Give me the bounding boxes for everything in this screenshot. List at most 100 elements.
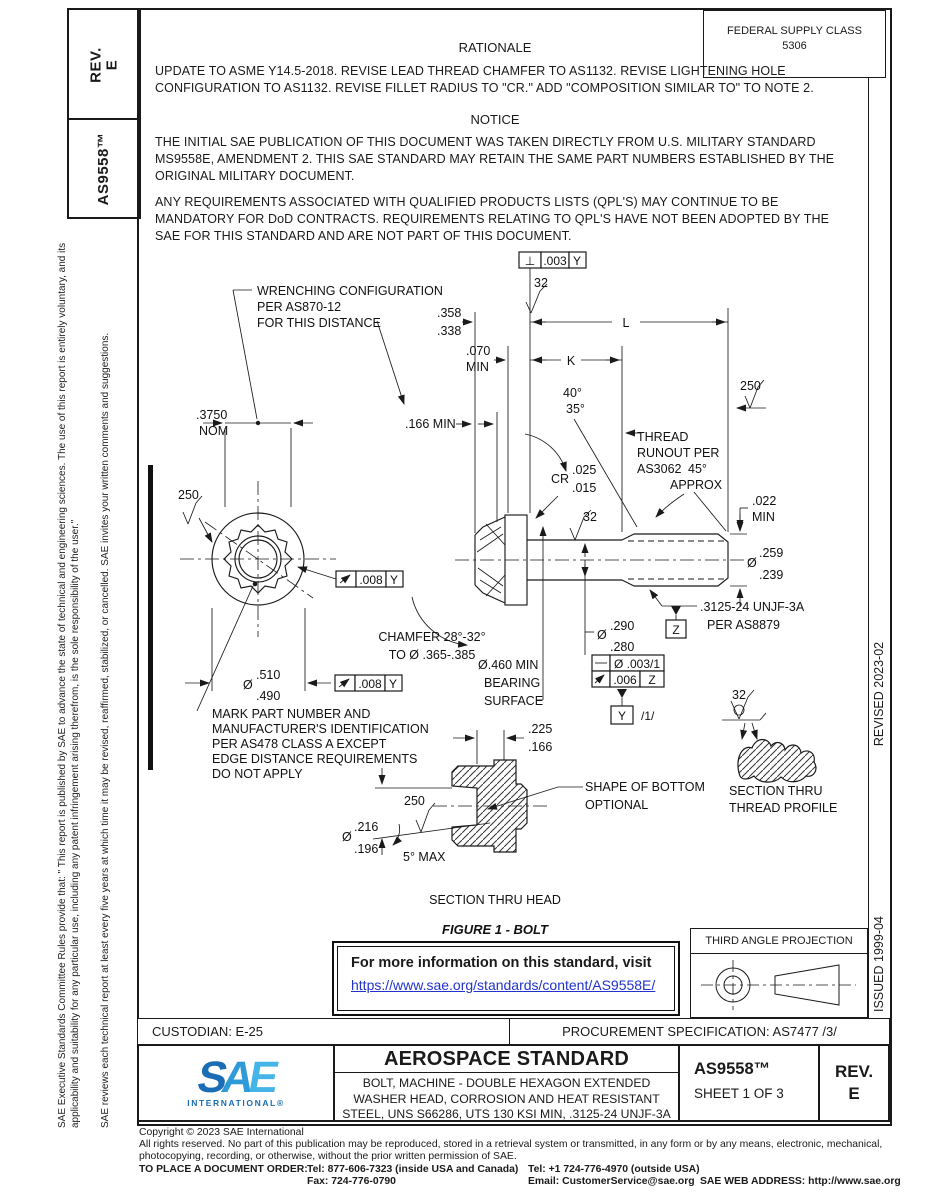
order-email: Email: CustomerService@sae.org bbox=[528, 1176, 695, 1187]
rev-label: REV. bbox=[87, 47, 105, 83]
angle-40: 40° bbox=[563, 386, 582, 400]
revised-date: REVISED 2023-02 bbox=[872, 641, 886, 747]
rights-text: All rights reserved. No part of this pub… bbox=[139, 1139, 883, 1162]
dim-022: .022 bbox=[752, 494, 776, 508]
issued-revised-rail: ISSUED 1999-04 REVISED 2023-02 bbox=[872, 242, 886, 1012]
fcfB-tolerance: .006 bbox=[613, 673, 637, 687]
shape-note-2: OPTIONAL bbox=[585, 798, 648, 812]
rev-box: REV. E bbox=[67, 8, 141, 122]
fcf1-datum: Y bbox=[390, 573, 398, 587]
datum-y: Y bbox=[618, 709, 626, 723]
datum-triangle-icon bbox=[671, 606, 681, 615]
mark-note-3: PER AS478 CLASS A EXCEPT bbox=[212, 737, 387, 751]
standard-subtitle-2: WASHER HEAD, CORROSION AND HEAT RESISTAN… bbox=[353, 1091, 660, 1106]
right-strip-divider bbox=[868, 8, 869, 1020]
fcf-top-tolerance: .003 bbox=[543, 254, 567, 268]
dim-290: .290 bbox=[610, 619, 634, 633]
mark-note-1: MARK PART NUMBER AND bbox=[212, 707, 370, 721]
notice-title: NOTICE bbox=[470, 112, 520, 127]
bearing-note-2: BEARING bbox=[484, 676, 540, 690]
fcfB-datum: Z bbox=[648, 673, 655, 687]
dim-338: .338 bbox=[437, 324, 461, 338]
procurement-specification: PROCUREMENT SPECIFICATION: AS7477 /3/ bbox=[562, 1024, 837, 1039]
doc-number: AS9558™ bbox=[95, 132, 113, 205]
order-tel-2: Tel: +1 724-776-4970 (outside USA) bbox=[528, 1164, 700, 1175]
rev-value-title-block: E bbox=[848, 1084, 860, 1103]
dim-K: K bbox=[567, 354, 576, 368]
mark-note-5: DO NOT APPLY bbox=[212, 767, 303, 781]
sidebar-legal-paragraph-2: SAE reviews each technical report at lea… bbox=[100, 332, 111, 1128]
dim-196: .196 bbox=[354, 842, 378, 856]
rationale-title: RATIONALE bbox=[458, 40, 532, 55]
thread-profile-label-2: THREAD PROFILE bbox=[729, 801, 837, 815]
fcf-top-datum: Y bbox=[573, 254, 581, 268]
notice-paragraph-2: ANY REQUIREMENTS ASSOCIATED WITH QUALIFI… bbox=[155, 195, 830, 243]
dia-259-symbol: Ø bbox=[747, 556, 757, 570]
thread-runout-note-2: RUNOUT PER bbox=[637, 446, 719, 460]
dim-166b: .166 bbox=[528, 740, 552, 754]
cr-025: .025 bbox=[572, 463, 596, 477]
dim-239: .239 bbox=[759, 568, 783, 582]
dim-225: .225 bbox=[528, 722, 552, 736]
angle-35: 35° bbox=[566, 402, 585, 416]
angle-45: 45° bbox=[688, 462, 707, 476]
doc-number-box: AS9558™ bbox=[67, 118, 141, 219]
standard-subtitle-1: BOLT, MACHINE - DOUBLE HEXAGON EXTENDED bbox=[362, 1076, 651, 1090]
sae-logo: SAE INTERNATIONAL® bbox=[139, 1046, 335, 1120]
shape-note-1: SHAPE OF BOTTOM bbox=[585, 780, 705, 794]
order-tel-1: Tel: 877-606-7323 (inside USA and Canada… bbox=[307, 1164, 519, 1175]
wrenching-note-2: PER AS870-12 bbox=[257, 300, 341, 314]
fcf2-tolerance: .008 bbox=[358, 677, 382, 691]
circular-runout-icon bbox=[339, 574, 351, 584]
section-thru-thread-profile: 32 SECTION THRU THREAD PROFILE bbox=[722, 688, 837, 815]
logo-international: INTERNATIONAL® bbox=[187, 1098, 285, 1108]
thread-spec-1: .3125-24 UNJF-3A bbox=[700, 600, 805, 614]
figure-1-bolt-drawing: .3750 NOM Ø .510 .490 250 .008 Y .008 Y bbox=[178, 251, 837, 937]
third-angle-projection-box: THIRD ANGLE PROJECTION bbox=[690, 928, 868, 1018]
figure-caption: FIGURE 1 - BOLT bbox=[442, 922, 549, 937]
issued-date: ISSUED 1999-04 bbox=[872, 916, 886, 1012]
fsc-value: 5306 bbox=[782, 40, 807, 52]
extension-lines bbox=[474, 268, 747, 587]
head-end-view: .3750 NOM Ø .510 .490 250 .008 Y .008 Y bbox=[178, 408, 429, 781]
dim-259: .259 bbox=[759, 546, 783, 560]
standard-link[interactable]: https://www.sae.org/standards/content/AS… bbox=[351, 977, 656, 993]
order-fax: Fax: 724-776-0790 bbox=[307, 1176, 396, 1187]
title-block: SAE INTERNATIONAL® AEROSPACE STANDARD BO… bbox=[137, 1044, 890, 1122]
dia-290-symbol: Ø bbox=[597, 628, 607, 642]
mark-note-2: MANUFACTURER'S IDENTIFICATION bbox=[212, 722, 429, 736]
bearing-note-1: Ø.460 MIN bbox=[478, 658, 538, 672]
surface-finish-250-section: 250 bbox=[404, 794, 425, 808]
section-thru-head: .225 .166 SHAPE OF BOTTOM OPTIONAL 250 Ø… bbox=[342, 722, 705, 937]
info-box: For more information on this standard, v… bbox=[332, 941, 680, 1016]
section-thru-head-label: SECTION THRU HEAD bbox=[429, 893, 561, 907]
dim-510: .510 bbox=[256, 668, 280, 682]
third-angle-projection-label: THIRD ANGLE PROJECTION bbox=[691, 929, 867, 954]
datum-triangle-icon bbox=[617, 689, 627, 698]
mark-note-4: EDGE DISTANCE REQUIREMENTS bbox=[212, 752, 417, 766]
standard-subtitle-3: STEEL, UNS S66286, UTS 130 KSI MIN, .312… bbox=[342, 1107, 671, 1121]
dim-216: .216 bbox=[354, 820, 378, 834]
thread-runout-note-3: AS3062 bbox=[637, 462, 682, 476]
dim-166-min: .166 MIN bbox=[405, 417, 456, 431]
thread-profile-label-1: SECTION THRU bbox=[729, 784, 823, 798]
custodian-row: CUSTODIAN: E-25 PROCUREMENT SPECIFICATIO… bbox=[137, 1018, 890, 1046]
order-label: TO PLACE A DOCUMENT ORDER: bbox=[139, 1164, 308, 1175]
dim-070: .070 bbox=[466, 344, 490, 358]
dia-510-symbol: Ø bbox=[243, 678, 253, 692]
cr-015: .015 bbox=[572, 481, 596, 495]
wrenching-note-3: FOR THIS DISTANCE bbox=[257, 316, 381, 330]
federal-supply-class-box: FEDERAL SUPPLY CLASS 5306 bbox=[703, 10, 886, 78]
bearing-note-3: SURFACE bbox=[484, 694, 543, 708]
chamfer-note-1: CHAMFER 28°-32° bbox=[378, 630, 485, 644]
dim-3750-nom: NOM bbox=[199, 424, 228, 438]
third-angle-projection-icon bbox=[701, 960, 856, 1010]
chamfer-note-2: TO Ø .365-.385 bbox=[389, 648, 476, 662]
datum-z: Z bbox=[672, 623, 679, 637]
aerospace-standard-heading: AEROSPACE STANDARD bbox=[335, 1046, 678, 1073]
info-box-text: For more information on this standard, v… bbox=[351, 955, 652, 971]
surface-finish-32-top: 32 bbox=[534, 276, 548, 290]
surface-finish-250-left: 250 bbox=[178, 488, 199, 502]
wrenching-note-1: WRENCHING CONFIGURATION bbox=[257, 284, 443, 298]
